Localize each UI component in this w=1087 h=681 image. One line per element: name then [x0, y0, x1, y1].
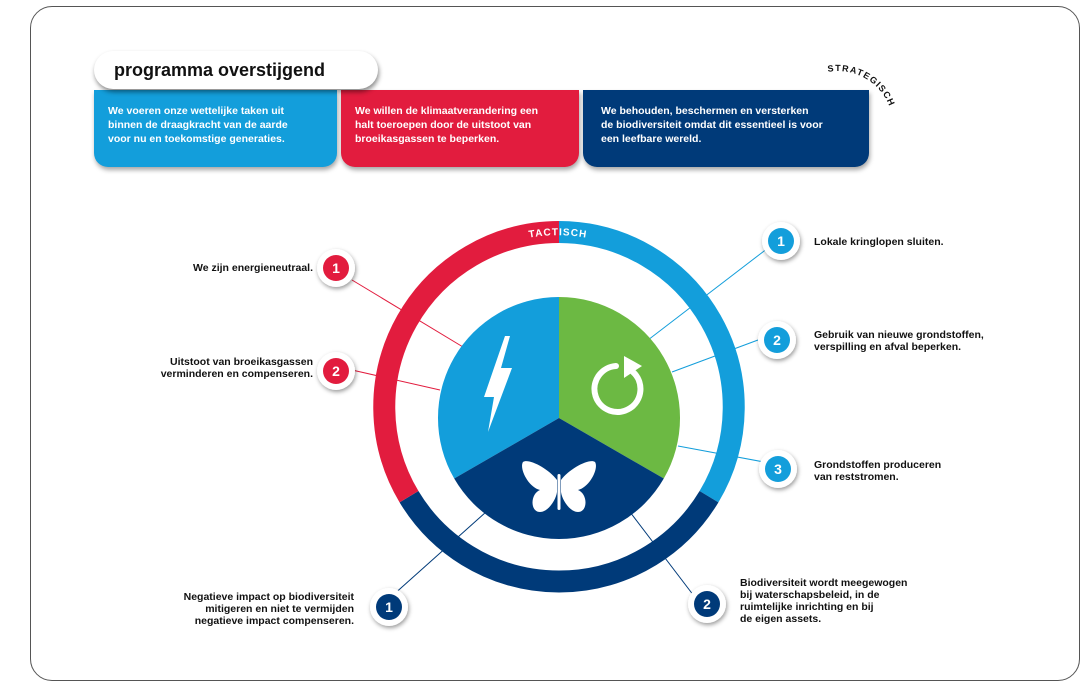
item-line: negatieve impact compenseren.: [194, 615, 354, 627]
lightning-icon: [484, 336, 512, 432]
item-line: ruimtelijke inrichting en bij: [740, 601, 874, 613]
connector-darkblue-1: [391, 511, 487, 597]
tactical-label: TACTISCH: [528, 227, 588, 240]
goal-line: voor nu en toekomstige generaties.: [108, 133, 285, 145]
badge-number: 3: [774, 461, 782, 477]
badge-number: 2: [703, 596, 711, 612]
item-line: Negatieve impact op biodiversiteit: [183, 591, 354, 603]
item-line: Lokale kringlopen sluiten.: [814, 236, 944, 248]
badge-number: 2: [773, 332, 781, 348]
badge-number: 1: [777, 233, 785, 249]
number-badge-dark-blue-items-2: 2: [688, 585, 726, 623]
connector-lightblue-1: [647, 247, 769, 341]
goal-line: broeikasgassen te beperken.: [355, 133, 500, 145]
goal-line: binnen de draagkracht van de aarde: [108, 119, 288, 131]
number-badge-light-blue-items-2: 2: [758, 321, 796, 359]
badge-number: 1: [332, 260, 340, 276]
darkblue-item-2-text: Biodiversiteit wordt meegewogen bij wate…: [740, 577, 907, 625]
ring-segment-red: [373, 221, 560, 503]
red-item-1-text: We zijn energieneutraal.: [193, 262, 313, 274]
circular-arrow-icon: [591, 356, 644, 415]
item-line: verminderen en compenseren.: [160, 368, 313, 380]
item-line: de eigen assets.: [740, 613, 822, 625]
goal-line: een leefbare wereld.: [601, 133, 702, 145]
number-badge-red-items-1: 1: [317, 249, 355, 287]
inner-pie: [437, 297, 681, 540]
goal-line: de biodiversiteit omdat dit essentieel i…: [601, 119, 823, 131]
butterfly-icon: [522, 461, 596, 512]
item-line: Gebruik van nieuwe grondstoffen,: [814, 329, 984, 341]
strategy-diagram: TACTISCH STRATEGISCH 1 2 1 2 3 1 2: [317, 63, 897, 626]
number-badge-red-items-2: 2: [317, 352, 355, 390]
badge-number: 1: [385, 599, 393, 615]
ring-segment-lightblue: [558, 221, 745, 503]
lightblue-item-3-text: Grondstoffen produceren van reststromen.: [814, 459, 941, 483]
item-line: Uitstoot van broeikasgassen: [170, 356, 313, 368]
goal-line: We voeren onze wettelijke taken uit: [108, 105, 285, 117]
goal-box-sustainability: We voeren onze wettelijke taken uit binn…: [94, 90, 337, 167]
goal-line: We behouden, beschermen en versterken: [601, 105, 809, 117]
item-line: van reststromen.: [814, 471, 899, 483]
number-badge-dark-blue-items-1: 1: [370, 588, 408, 626]
red-item-2-text: Uitstoot van broeikasgassen verminderen …: [161, 356, 313, 380]
lightblue-item-1-text: Lokale kringlopen sluiten.: [814, 236, 944, 248]
number-badge-light-blue-items-3: 3: [759, 450, 797, 488]
item-line: Biodiversiteit wordt meegewogen: [740, 577, 908, 589]
number-badge-light-blue-items-1: 1: [762, 222, 800, 260]
item-line: Grondstoffen produceren: [814, 459, 942, 471]
goal-box-climate: We willen de klimaatverandering een halt…: [341, 90, 579, 167]
item-line: verspilling en afval beperken.: [814, 341, 962, 353]
lightblue-item-2-text: Gebruik van nieuwe grondstoffen, verspil…: [814, 329, 984, 353]
goal-line: halt toeroepen door de uitstoot van: [355, 119, 532, 131]
item-line: We zijn energieneutraal.: [192, 262, 313, 274]
ring-segment-darkblue: [399, 491, 719, 593]
number-badges: 1 2 1 2 3 1 2: [317, 222, 800, 626]
strategic-label: STRATEGISCH: [827, 63, 897, 108]
goal-box-biodiversity: We behouden, beschermen en versterken de…: [583, 90, 869, 167]
goal-line: We willen de klimaatverandering een: [355, 105, 539, 117]
program-title: programma overstijgend: [94, 51, 378, 89]
darkblue-item-1-text: Negatieve impact op biodiversiteit mitig…: [184, 591, 354, 627]
item-line: bij waterschapsbeleid, in de: [740, 589, 880, 601]
pie-sector-circular: [559, 297, 681, 479]
badge-number: 2: [332, 363, 340, 379]
tactical-ring: [373, 221, 745, 593]
item-line: mitigeren en niet te vermijden: [205, 603, 354, 615]
